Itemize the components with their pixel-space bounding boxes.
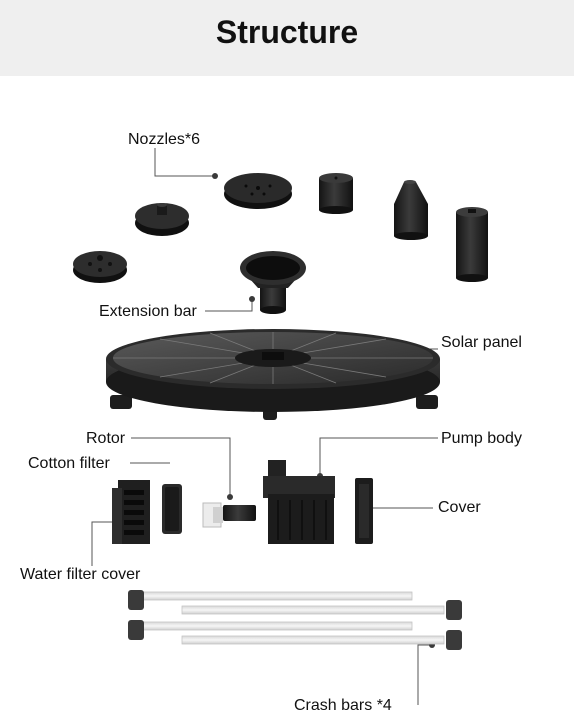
extension-bar: [240, 251, 306, 314]
water-filter-cover: [112, 480, 150, 544]
crash-bar-2: [181, 600, 462, 620]
nozzle-tall-cylinder: [456, 207, 488, 282]
leader-rotor: [131, 437, 231, 497]
pump-body: [263, 460, 335, 544]
label-cover: Cover: [438, 499, 481, 516]
label-cotton-filter: Cotton filter: [28, 455, 110, 472]
leader-crash-bars: [417, 644, 432, 705]
nozzle-cone: [394, 180, 428, 240]
crash-bar-1: [128, 590, 413, 610]
crash-bar-3: [128, 620, 413, 640]
label-solar-panel: Solar panel: [441, 334, 522, 351]
cover: [355, 478, 373, 544]
nozzle-short-cylinder: [319, 173, 353, 214]
leader-nozzles: [154, 148, 215, 177]
label-rotor: Rotor: [86, 430, 126, 447]
nozzle-disc-large: [224, 173, 292, 209]
label-crash-bars: Crash bars *4: [294, 697, 392, 714]
label-water-filter-cover: Water filter cover: [20, 566, 141, 583]
label-extension-bar: Extension bar: [99, 303, 197, 320]
leader-lines: [91, 148, 438, 705]
leader-water-filter-cover: [91, 521, 113, 566]
crash-bar-4: [181, 630, 462, 650]
page-title: Structure: [215, 14, 359, 50]
header-band: [0, 0, 574, 76]
nozzle-disc-medium: [135, 203, 189, 236]
label-nozzles: Nozzles*6: [128, 131, 201, 148]
solar-panel: [106, 329, 440, 420]
leader-pump-body: [319, 437, 438, 476]
label-pump-body: Pump body: [441, 430, 522, 447]
nozzle-disc-small: [73, 251, 127, 283]
rotor: [202, 502, 256, 528]
cotton-filter: [162, 484, 182, 534]
leader-extension-bar: [205, 299, 253, 312]
